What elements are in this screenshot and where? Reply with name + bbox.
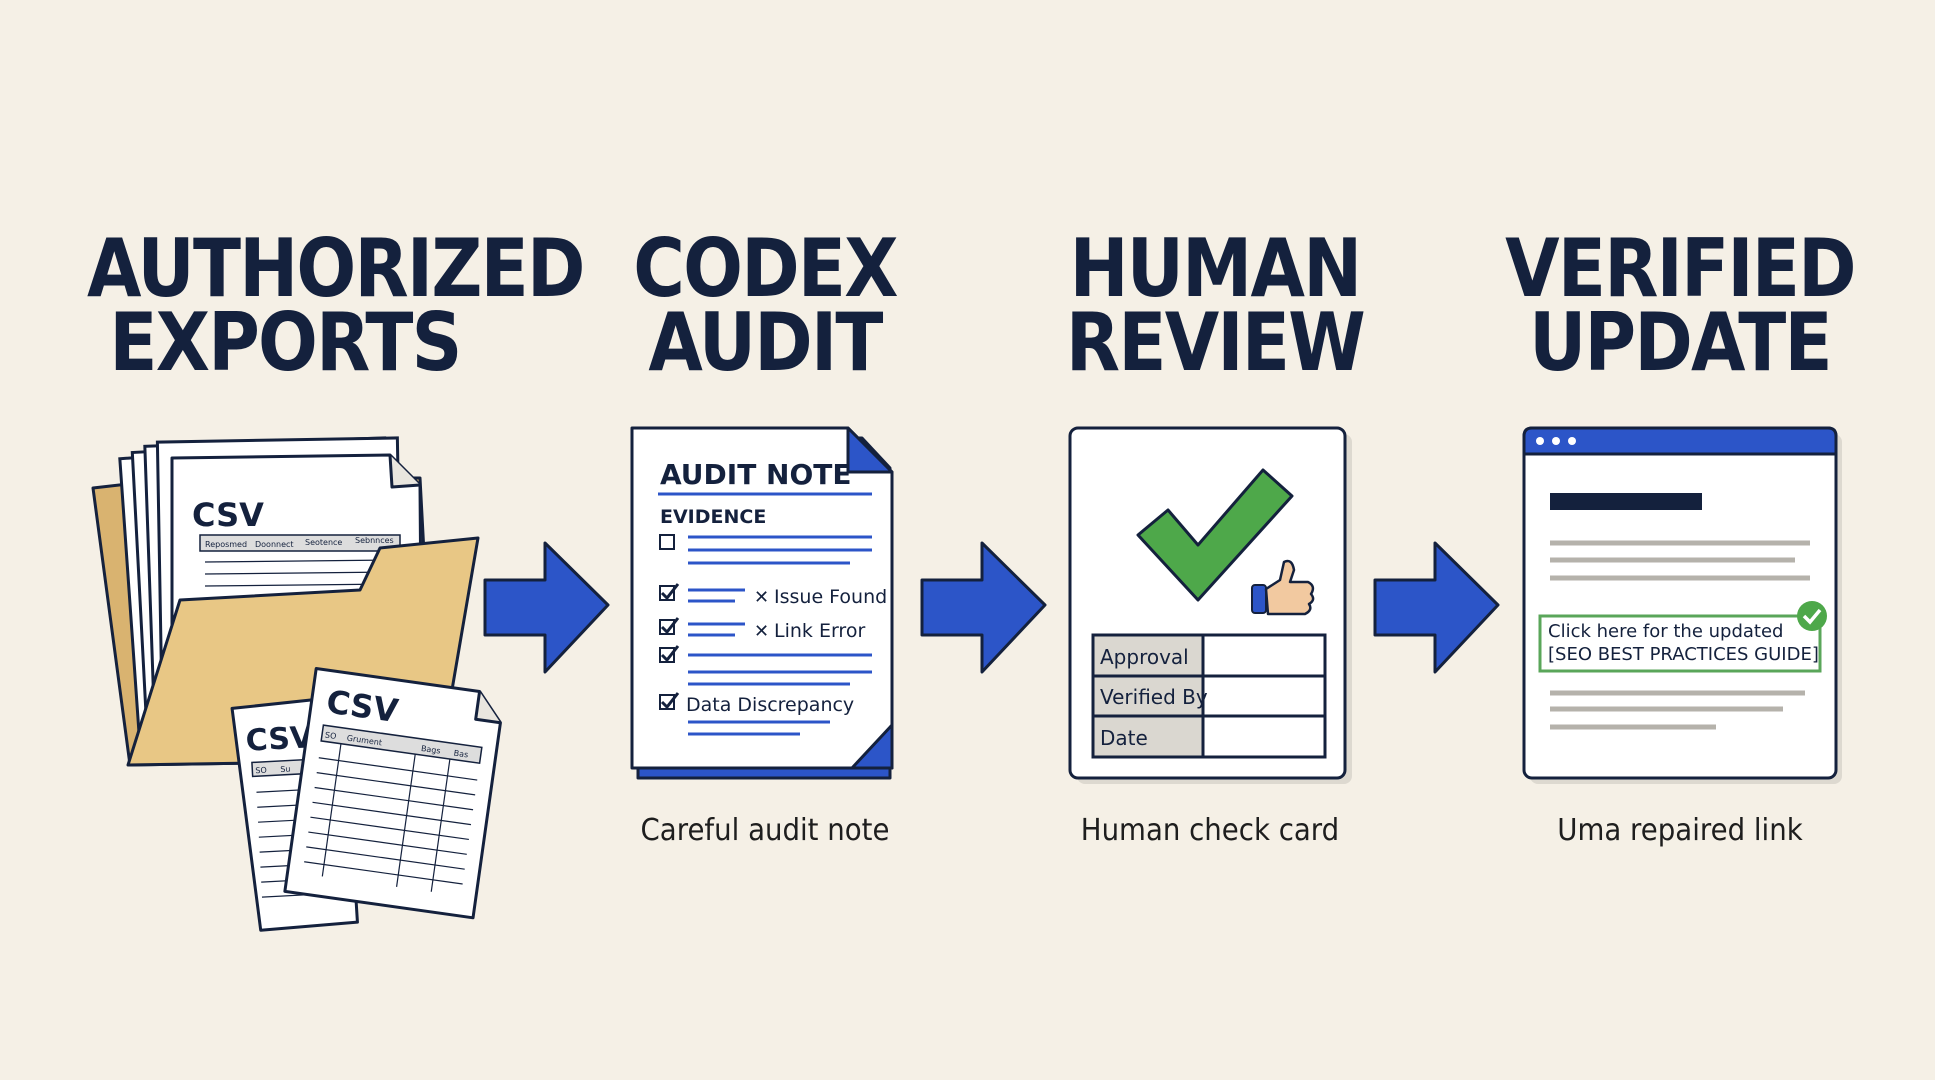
csv-front-column-3: Bags bbox=[420, 744, 441, 756]
svg-text:✕: ✕ bbox=[754, 621, 769, 642]
stage-title-human-review: HUMAN REVIEW bbox=[1052, 222, 1378, 389]
caption-uma-repaired-link: Uma repaired link bbox=[1557, 813, 1803, 848]
repaired-link-box[interactable]: Click here for the updated [SEO BEST PRA… bbox=[1538, 614, 1822, 673]
repaired-link-line-2[interactable]: [SEO BEST PRACTICES GUIDE] bbox=[1548, 644, 1819, 665]
caption-careful-audit-note: Careful audit note bbox=[640, 813, 890, 848]
csv-back-column-2: Su bbox=[280, 764, 291, 774]
csv-front-column-4: Bas bbox=[453, 749, 469, 760]
title-line-2: REVIEW bbox=[1065, 296, 1366, 389]
svg-text:✕: ✕ bbox=[754, 587, 769, 608]
audit-note-icon: AUDIT NOTE EVIDENCE ✕ Issue Found ✕ Link… bbox=[630, 426, 894, 780]
repaired-link-line-1[interactable]: Click here for the updated bbox=[1548, 621, 1783, 642]
title-line-1: VERIFIED bbox=[1505, 222, 1856, 315]
review-row-label: Verified By bbox=[1100, 685, 1208, 709]
title-line-2: AUDIT bbox=[648, 296, 883, 389]
csv-label: CSV bbox=[192, 496, 264, 534]
browser-window-icon: Click here for the updated [SEO BEST PRA… bbox=[1522, 426, 1842, 784]
csv-back-column-1: SO bbox=[255, 766, 267, 776]
audit-item-label: Link Error bbox=[774, 620, 865, 642]
title-line-2: EXPORTS bbox=[109, 296, 462, 389]
csv-file-icon-front: CSV SO Grument Bags Bas bbox=[283, 667, 502, 920]
audit-note-title: AUDIT NOTE bbox=[660, 458, 852, 491]
stage-title-verified-update: VERIFIED UPDATE bbox=[1504, 222, 1856, 389]
title-line-1: CODEX bbox=[633, 222, 898, 315]
title-line-1: HUMAN bbox=[1069, 222, 1363, 315]
arrow-right-icon bbox=[483, 541, 610, 674]
audit-item-data-discrepancy: Data Discrepancy bbox=[659, 692, 854, 736]
review-table: Approval Verified By Date bbox=[1091, 633, 1327, 759]
caption-human-check-card: Human check card bbox=[1080, 813, 1340, 848]
arrow-right-icon bbox=[920, 541, 1047, 674]
stage-title-codex-audit: CODEX AUDIT bbox=[602, 222, 928, 389]
audit-item-label: Data Discrepancy bbox=[686, 694, 854, 716]
evidence-label: EVIDENCE bbox=[660, 506, 766, 528]
audit-item-issue-found: ✕ Issue Found bbox=[659, 583, 887, 608]
human-check-card: Approval Verified By Date bbox=[1068, 426, 1352, 784]
csv-header-row: Reposmed Doonnect Seotence Sebnnces bbox=[199, 534, 401, 552]
green-check-badge-icon bbox=[1797, 601, 1827, 631]
review-row-label: Approval bbox=[1100, 645, 1189, 669]
csv-column-2: Doonnect bbox=[255, 540, 294, 549]
review-row-label: Date bbox=[1100, 726, 1148, 750]
csv-front-column-1: SO bbox=[324, 730, 337, 740]
audit-item-label: Issue Found bbox=[774, 586, 887, 608]
audit-item-link-error: ✕ Link Error bbox=[659, 617, 865, 642]
title-line-2: UPDATE bbox=[1529, 296, 1833, 389]
csv-column-1: Reposmed bbox=[205, 540, 247, 549]
csv-column-3: Seotence bbox=[305, 538, 342, 547]
arrow-right-icon bbox=[1373, 541, 1500, 674]
checkmark-icon bbox=[1136, 468, 1294, 602]
thumbs-up-icon bbox=[1251, 559, 1315, 616]
csv-column-4: Sebnnces bbox=[355, 536, 394, 545]
